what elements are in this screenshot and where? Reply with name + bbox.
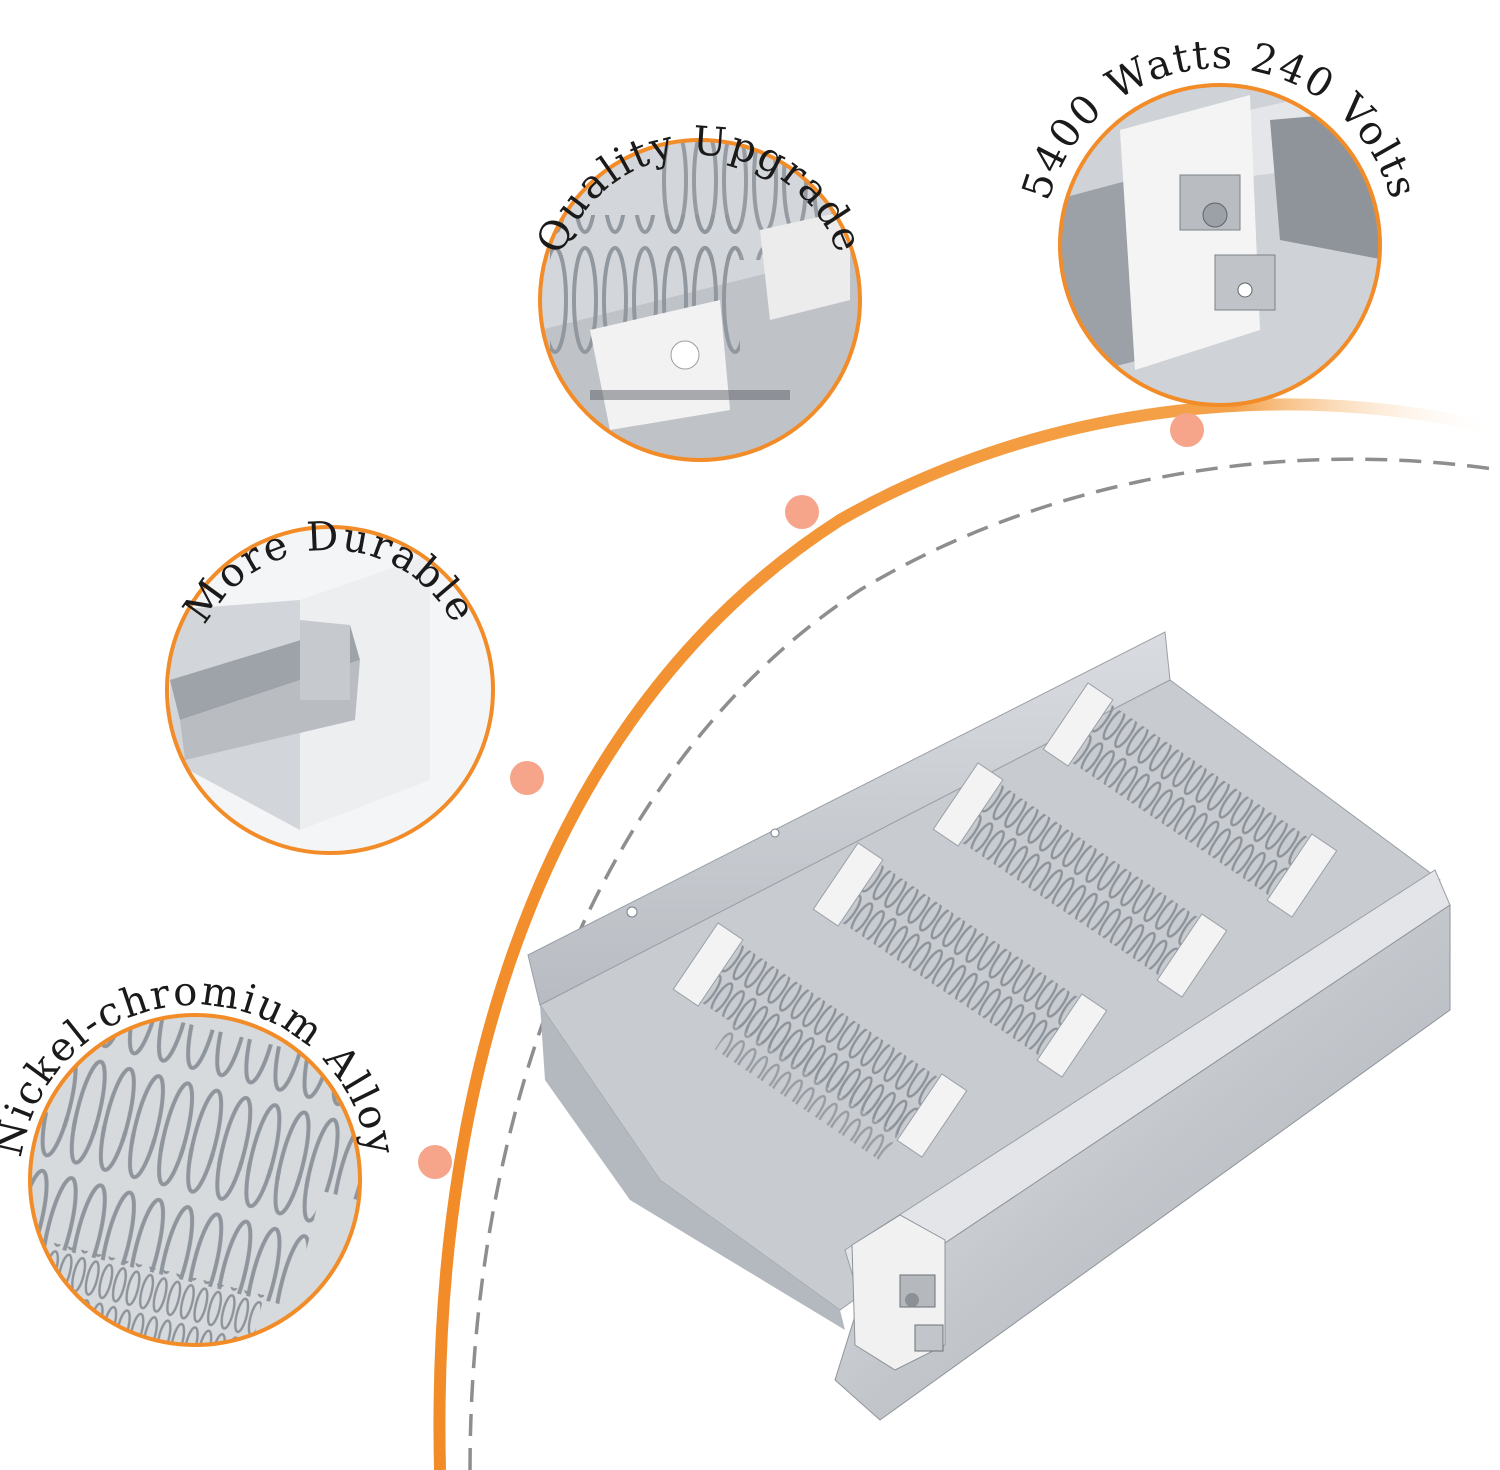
callout-watts-volts: 5400 Watts 240 Volts (1014, 32, 1424, 407)
dashed-ring (468, 457, 1500, 1470)
terminal-block-closeup-icon (1060, 85, 1380, 405)
heating-coils-closeup-icon (30, 1015, 360, 1345)
coil-support-closeup-icon (540, 140, 860, 460)
heating-coil (812, 842, 1108, 1078)
ring-dot (785, 495, 819, 529)
decorative-ring (418, 398, 1500, 1470)
metal-edge-closeup-icon (167, 527, 493, 853)
dryer-heating-element-icon (527, 631, 1451, 1421)
heating-coil (714, 1007, 909, 1162)
callout-more-durable: More Durable (165, 513, 495, 855)
callout-nickel-chromium: Nickel-chromium Alloy (0, 968, 402, 1347)
heating-coil (672, 922, 968, 1158)
callout-quality-upgrade: Quality Upgrade (528, 118, 870, 462)
ring-dot (418, 1145, 452, 1179)
heating-coil (1042, 682, 1338, 918)
terminal-block-icon (851, 1214, 946, 1371)
ring-dot (1170, 413, 1204, 447)
ring-dot (510, 761, 544, 795)
heating-coil (932, 762, 1228, 998)
